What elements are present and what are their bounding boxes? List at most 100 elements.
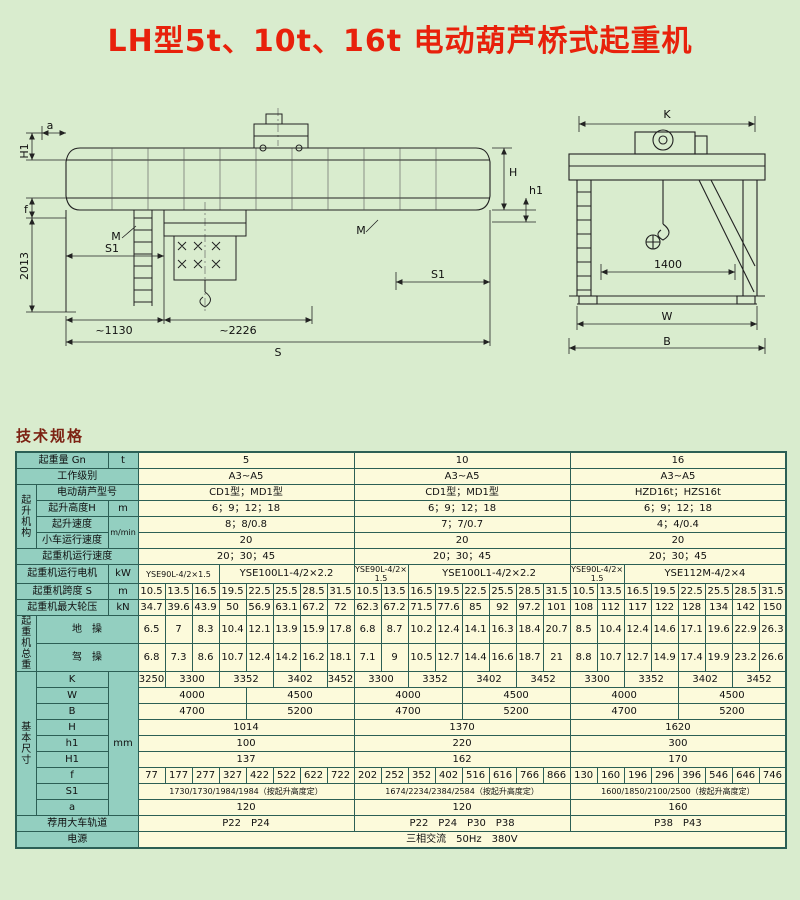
spec-value-cell: 1014	[137, 719, 355, 737]
spec-value-cell: 3402	[461, 671, 517, 689]
drawings-area: a H1 f 2013 S1 ~1130 ~2226 S M M H h1 S1	[0, 106, 800, 371]
spec-value-cell: 1600/1850/2100/2500（按起升高度定）	[569, 783, 787, 801]
spec-value-cell: 20	[569, 532, 787, 549]
spec-value-cell: 4500	[461, 687, 571, 705]
spec-value-cell: 12.4	[434, 615, 463, 645]
spec-value-cell: 13.9	[272, 615, 301, 645]
spec-value-cell: 77	[137, 767, 166, 785]
spec-value-cell: 112	[596, 599, 625, 617]
spec-value-cell: 150	[758, 599, 787, 617]
dim-label-s1-right: S1	[431, 268, 445, 281]
spec-value-cell: 3402	[272, 671, 328, 689]
spec-value-cell: 746	[758, 767, 787, 785]
spec-label-cell: kN	[107, 599, 139, 617]
spec-value-cell: 12.7	[434, 643, 463, 673]
spec-label-cell: mm	[107, 671, 139, 817]
spec-value-cell: YSE100L1-4/2×2.2	[218, 563, 355, 585]
spec-value-cell: 120	[137, 799, 355, 817]
spec-value-cell: 120	[353, 799, 571, 817]
spec-label-cell: a	[35, 799, 109, 817]
spec-value-cell: A3~A5	[569, 468, 787, 485]
spec-value-cell: 14.2	[272, 643, 301, 673]
spec-value-cell: 134	[704, 599, 733, 617]
spec-value-cell: 7	[164, 615, 193, 645]
spec-value-cell: 19.5	[434, 583, 463, 601]
spec-value-cell: 117	[623, 599, 652, 617]
spec-label-cell: m	[107, 583, 139, 601]
spec-value-cell: 8.5	[569, 615, 598, 645]
spec-label-cell: 工作级别	[15, 468, 139, 485]
spec-value-cell: 6；9；12；18	[353, 500, 571, 517]
spec-value-cell: 396	[677, 767, 706, 785]
spec-value-cell: 1620	[569, 719, 787, 737]
spec-value-cell: 6.5	[137, 615, 166, 645]
dim-label-m-right: M	[356, 224, 366, 237]
spec-value-cell: P38 P43	[569, 815, 787, 833]
spec-value-cell: 18.1	[326, 643, 355, 673]
spec-value-cell: 17.8	[326, 615, 355, 645]
spec-value-cell: 3352	[218, 671, 274, 689]
spec-label-cell: W	[35, 687, 109, 705]
spec-value-cell: 19.5	[218, 583, 247, 601]
crane-end-view-drawing: K 1400 W B	[568, 108, 766, 354]
spec-label-cell: B	[35, 703, 109, 721]
spec-value-cell: 402	[434, 767, 463, 785]
spec-label-cell: 基本尺寸	[15, 671, 37, 817]
spec-label-cell: 起重机运行电机	[15, 563, 109, 585]
spec-value-cell: 67.2	[299, 599, 328, 617]
spec-label-cell: m	[107, 500, 139, 517]
spec-value-cell: 23.2	[731, 643, 760, 673]
spec-value-cell: 4000	[353, 687, 463, 705]
spec-value-cell: 10.7	[596, 643, 625, 673]
spec-value-cell: 14.1	[461, 615, 490, 645]
spec-value-cell: 1674/2234/2384/2584（按起升高度定）	[353, 783, 571, 801]
spec-value-cell: 22.5	[677, 583, 706, 601]
spec-value-cell: 202	[353, 767, 382, 785]
dim-label-2226: ~2226	[219, 324, 256, 337]
spec-value-cell: 14.6	[650, 615, 679, 645]
spec-value-cell: 5200	[245, 703, 355, 721]
dim-label-f: f	[24, 203, 29, 216]
spec-value-cell: 3300	[164, 671, 220, 689]
spec-value-cell: 142	[731, 599, 760, 617]
spec-value-cell: 20	[137, 532, 355, 549]
spec-value-cell: 160	[569, 799, 787, 817]
spec-value-cell: 17.1	[677, 615, 706, 645]
spec-value-cell: 3352	[407, 671, 463, 689]
spec-value-cell: 3402	[677, 671, 733, 689]
spec-value-cell: YSE112M-4/2×4	[623, 563, 787, 585]
spec-value-cell: 17.4	[677, 643, 706, 673]
spec-value-cell: 10	[353, 451, 571, 469]
spec-value-cell: 16.5	[407, 583, 436, 601]
dim-label-k: K	[663, 108, 671, 121]
spec-value-cell: 5200	[461, 703, 571, 721]
spec-label-cell: 起升速度	[35, 516, 109, 533]
spec-label-cell: 起升高度H	[35, 500, 109, 517]
spec-value-cell: 177	[164, 767, 193, 785]
spec-value-cell: 5	[137, 451, 355, 469]
spec-value-cell: A3~A5	[137, 468, 355, 485]
spec-value-cell: 3452	[326, 671, 355, 689]
spec-value-cell: 1370	[353, 719, 571, 737]
spec-label-cell: 起重机总重	[15, 615, 37, 673]
spec-value-cell: 352	[407, 767, 436, 785]
spec-label-cell: 荐用大车轨道	[15, 815, 139, 833]
spec-value-cell: HZD16t；HZS16t	[569, 484, 787, 501]
spec-value-cell: 4500	[245, 687, 355, 705]
spec-value-cell: 20；30；45	[137, 548, 355, 565]
spec-value-cell: 122	[650, 599, 679, 617]
spec-value-cell: 14.4	[461, 643, 490, 673]
spec-value-cell: 39.6	[164, 599, 193, 617]
spec-value-cell: 866	[542, 767, 571, 785]
spec-value-cell: 7；7/0.7	[353, 516, 571, 533]
dim-label-b: B	[663, 335, 671, 348]
spec-value-cell: 34.7	[137, 599, 166, 617]
spec-value-cell: 6；9；12；18	[137, 500, 355, 517]
